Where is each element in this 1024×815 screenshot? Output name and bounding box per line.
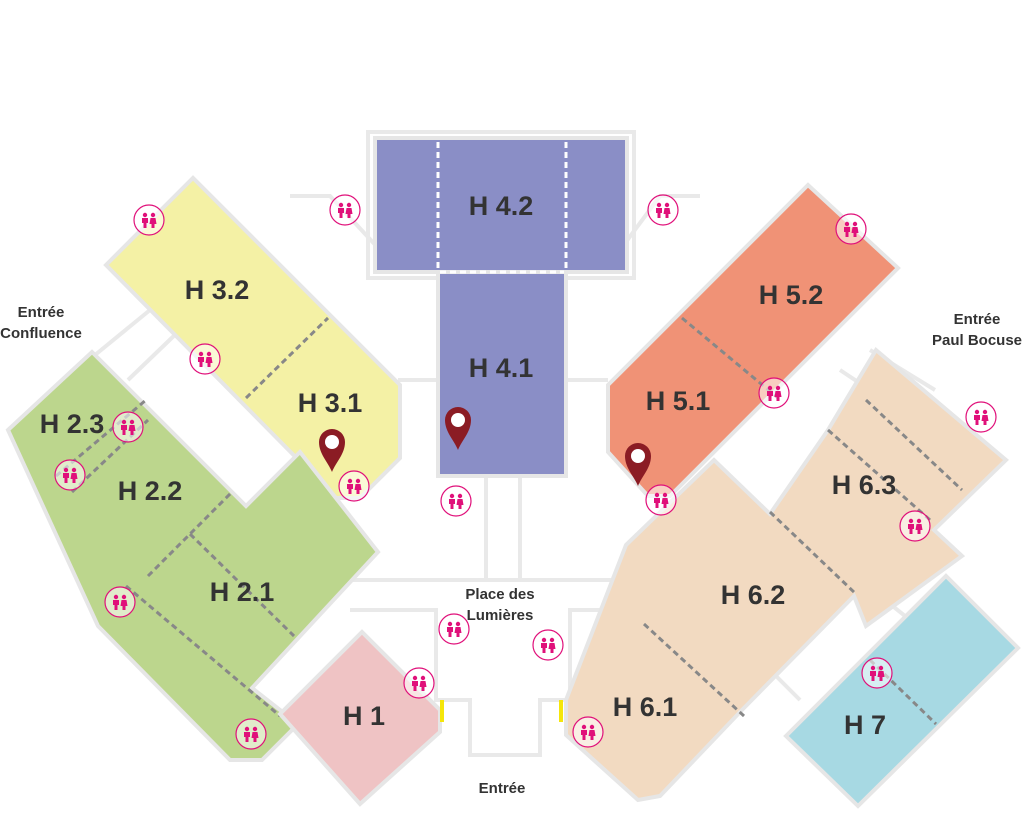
place-lumieres-line2: Lumières bbox=[467, 607, 534, 624]
hall-label-h4-2: H 4.2 bbox=[469, 191, 534, 221]
hall-h2-area[interactable] bbox=[5, 349, 381, 762]
hall-h6-area[interactable] bbox=[564, 346, 1009, 803]
hall-label-h5-1: H 5.1 bbox=[646, 386, 711, 416]
hall-h4[interactable] bbox=[373, 136, 629, 478]
hall-h2[interactable] bbox=[5, 349, 381, 762]
restroom-icon[interactable] bbox=[572, 716, 604, 748]
hall-label-h2-2: H 2.2 bbox=[118, 476, 183, 506]
entrance-main: Entrée bbox=[479, 780, 526, 797]
hall-h6[interactable] bbox=[564, 346, 1009, 803]
hall-h4-2-area[interactable] bbox=[373, 136, 629, 274]
hall-label-h2-1: H 2.1 bbox=[210, 577, 275, 607]
restroom-icons bbox=[54, 194, 997, 750]
restroom-icon[interactable] bbox=[835, 213, 867, 245]
door-marker-icon bbox=[559, 700, 563, 722]
restroom-icon[interactable] bbox=[647, 194, 679, 226]
restroom-icon[interactable] bbox=[403, 667, 435, 699]
entrance-paul-bocuse-line1: Entrée bbox=[954, 311, 1001, 328]
restroom-icon[interactable] bbox=[645, 484, 677, 516]
restroom-icon[interactable] bbox=[112, 411, 144, 443]
hall-label-h2-3: H 2.3 bbox=[40, 409, 105, 439]
restroom-icon[interactable] bbox=[189, 343, 221, 375]
location-pins bbox=[319, 407, 651, 486]
location-pin-icon[interactable] bbox=[319, 429, 345, 472]
hall-label-h4-1: H 4.1 bbox=[469, 353, 534, 383]
entrance-paul-bocuse-line2: Paul Bocuse bbox=[932, 332, 1022, 349]
restroom-icon[interactable] bbox=[338, 470, 370, 502]
entrance-confluence-line1: Entrée bbox=[18, 304, 65, 321]
restroom-icon[interactable] bbox=[532, 629, 564, 661]
location-pin-icon[interactable] bbox=[625, 443, 651, 486]
restroom-icon[interactable] bbox=[758, 377, 790, 409]
hall-label-h6-3: H 6.3 bbox=[832, 470, 897, 500]
restroom-icon[interactable] bbox=[329, 194, 361, 226]
restroom-icon[interactable] bbox=[861, 657, 893, 689]
hall-label-h7: H 7 bbox=[844, 710, 886, 740]
door-marker-icon bbox=[440, 700, 444, 722]
restroom-icon[interactable] bbox=[899, 510, 931, 542]
restroom-icon[interactable] bbox=[965, 401, 997, 433]
hall-label-h3-1: H 3.1 bbox=[298, 388, 363, 418]
entrance-confluence-line2: Confluence bbox=[0, 325, 82, 342]
restroom-icon[interactable] bbox=[104, 586, 136, 618]
restroom-icon[interactable] bbox=[235, 718, 267, 750]
hall-label-h1: H 1 bbox=[343, 701, 385, 731]
hall-label-h5-2: H 5.2 bbox=[759, 280, 824, 310]
place-lumieres-line1: Place des bbox=[465, 586, 534, 603]
hall-label-h6-1: H 6.1 bbox=[613, 692, 678, 722]
hall-label-h3-2: H 3.2 bbox=[185, 275, 250, 305]
restroom-icon[interactable] bbox=[438, 613, 470, 645]
restroom-icon[interactable] bbox=[133, 204, 165, 236]
restroom-icon[interactable] bbox=[54, 459, 86, 491]
restroom-icon[interactable] bbox=[440, 485, 472, 517]
location-pin-icon[interactable] bbox=[445, 407, 471, 450]
hall-label-h6-2: H 6.2 bbox=[721, 580, 786, 610]
